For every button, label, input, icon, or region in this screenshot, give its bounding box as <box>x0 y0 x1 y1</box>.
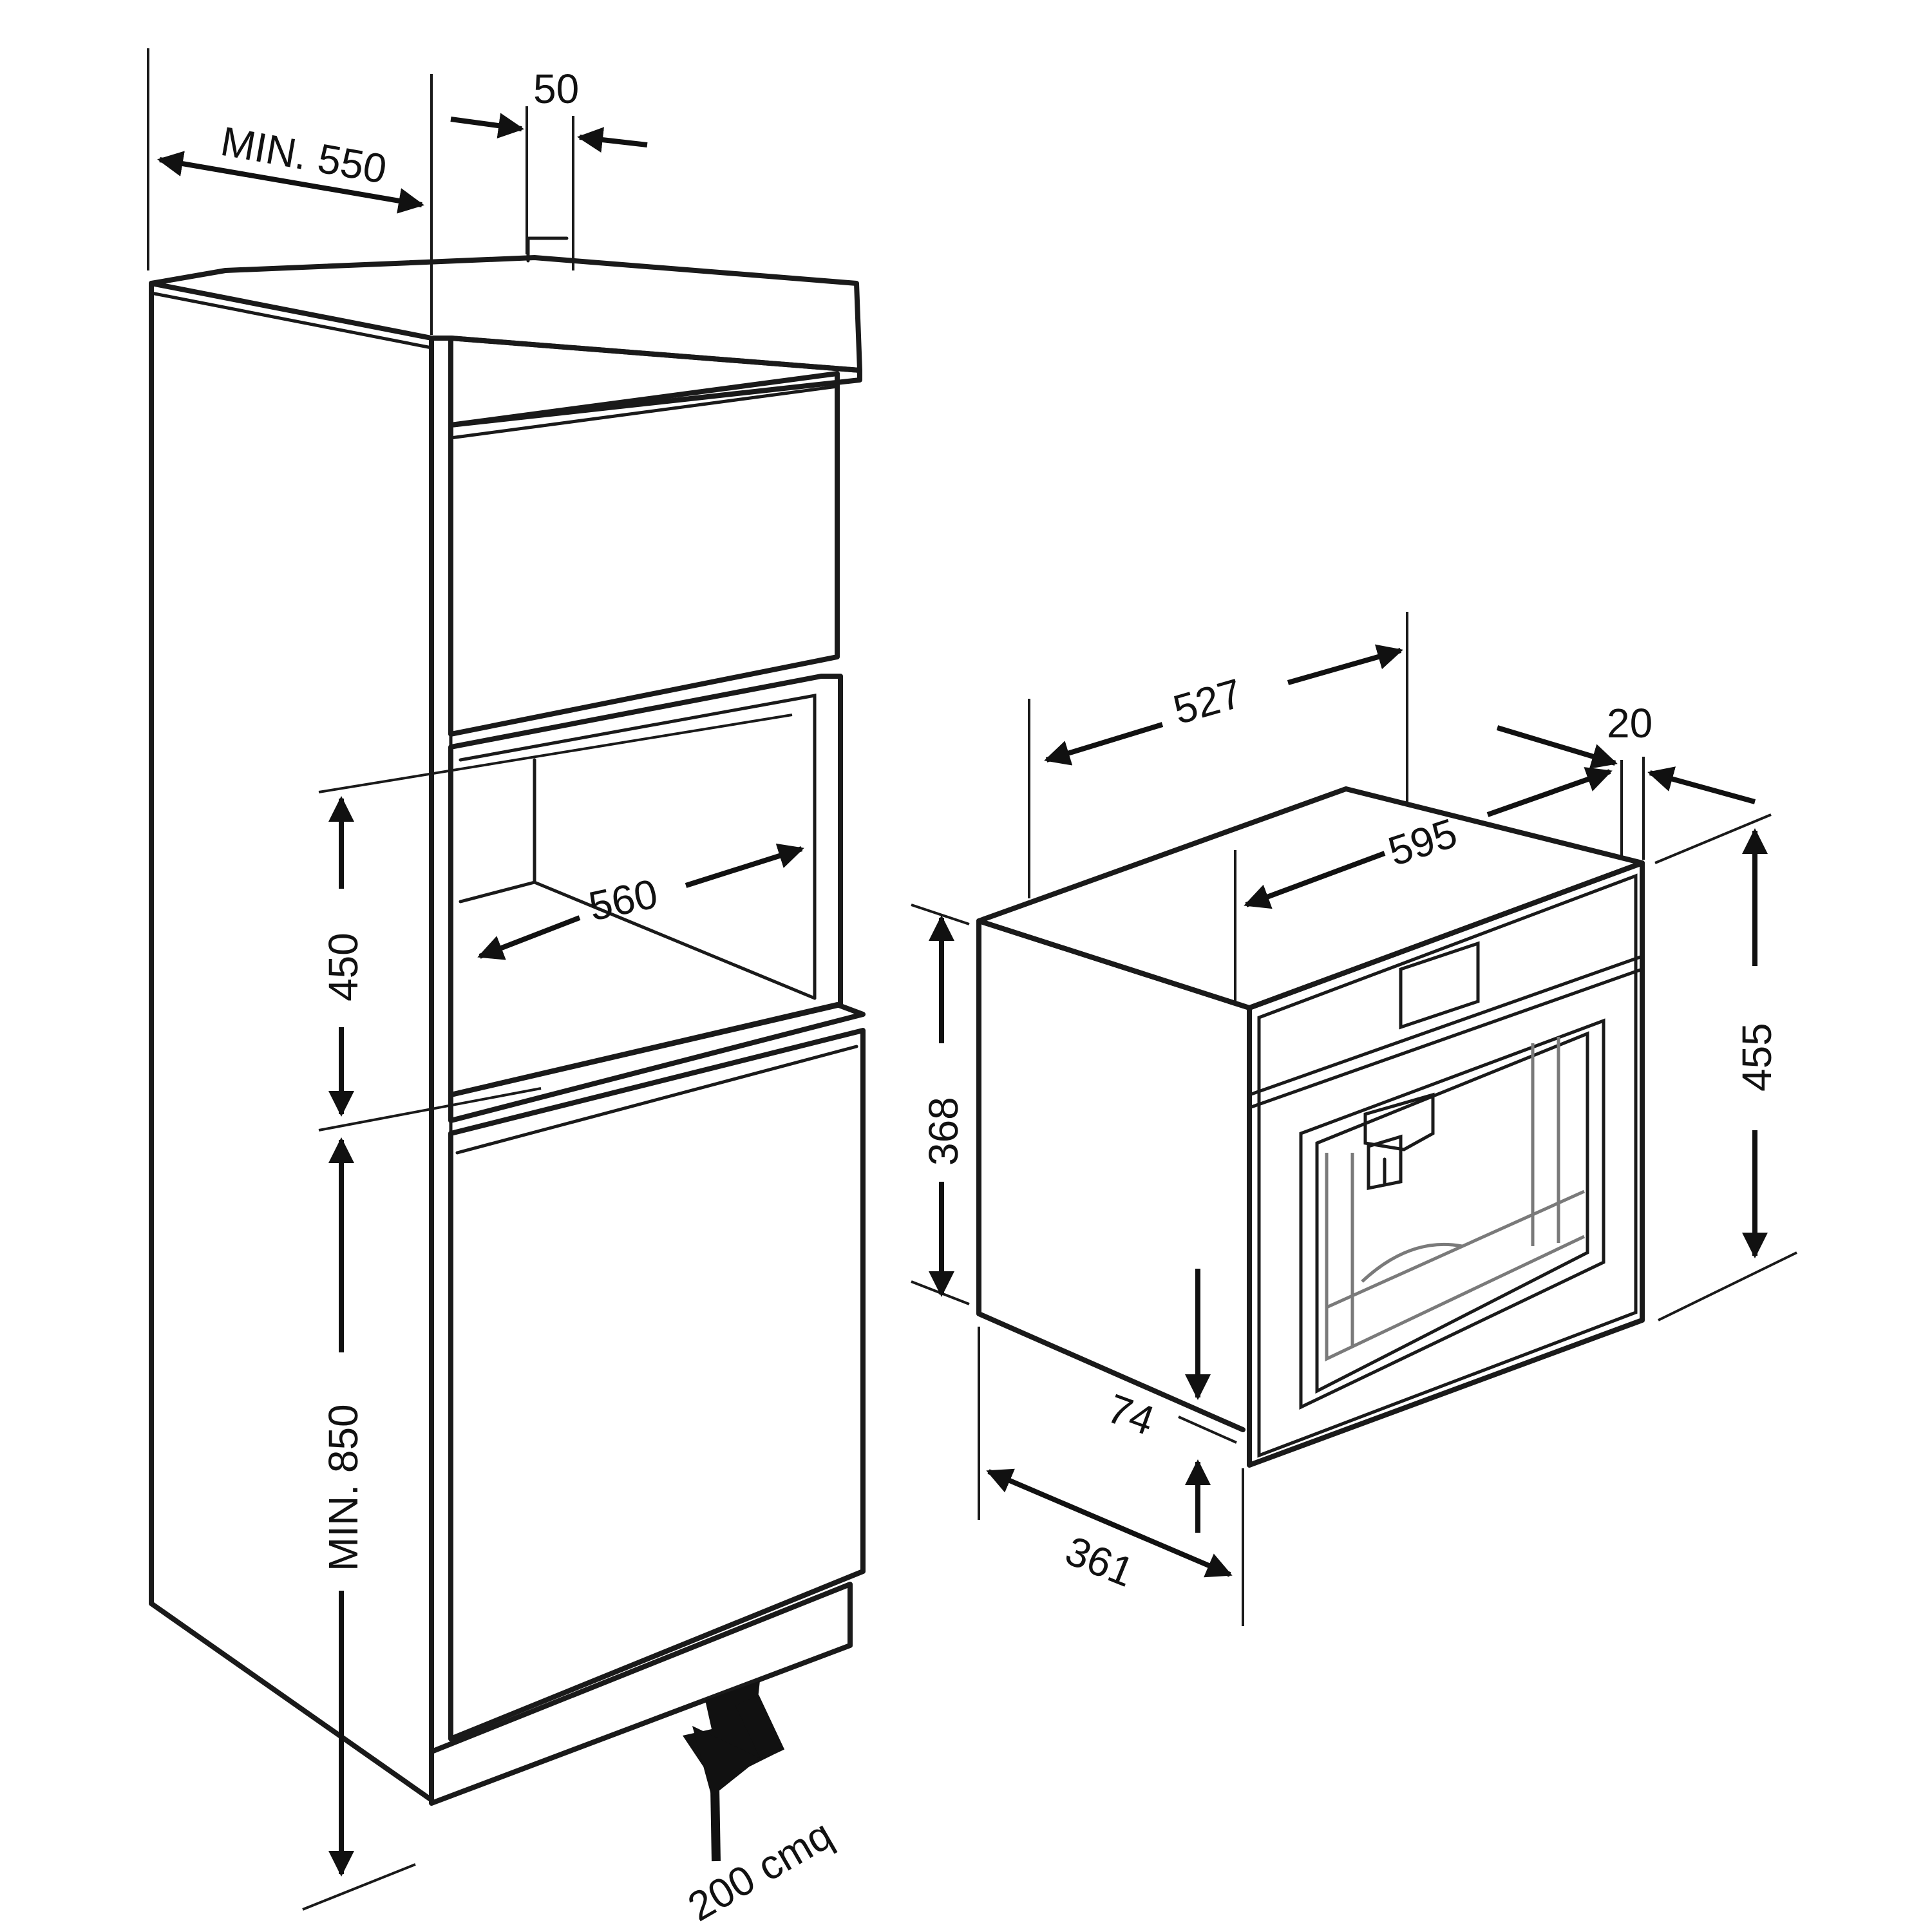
niche-height-label: 450 <box>320 933 366 1001</box>
front-offset-label: 74 <box>1101 1385 1160 1444</box>
appliance-height-label: 455 <box>1734 1023 1780 1092</box>
appliance-width-label: 595 <box>1383 810 1463 875</box>
base-height-label: MIN. 850 <box>320 1404 366 1571</box>
dimension-cabinet-depth: MIN. 550 <box>157 74 433 335</box>
niche-width-label: 560 <box>585 870 661 930</box>
appliance-depth-label: 527 <box>1168 670 1247 734</box>
body-height-label: 368 <box>920 1097 967 1166</box>
dimension-front-offset: 74 <box>1101 1269 1237 1533</box>
dimension-panel-thickness: 20 <box>1496 700 1756 860</box>
ventilation-arrow: 200 cmq <box>680 1681 840 1930</box>
front-depth-label: 361 <box>1059 1527 1141 1596</box>
dimension-vent-gap: 50 <box>450 66 648 270</box>
panel-thickness-label: 20 <box>1607 700 1653 746</box>
dimension-niche-width: 560 <box>477 843 804 960</box>
dimension-base-height: MIN. 850 <box>302 1137 416 1911</box>
vent-gap-label: 50 <box>533 66 579 112</box>
dimension-appliance-width: 595 <box>1234 760 1623 1005</box>
dimension-niche-height: 450 <box>318 714 793 1132</box>
tall-cabinet <box>147 48 866 1806</box>
dimension-body-height: 368 <box>911 904 970 1305</box>
dimension-appliance-height: 455 <box>1654 813 1797 1321</box>
coffee-machine <box>976 786 1645 1468</box>
cabinet-depth-label: MIN. 550 <box>218 118 390 193</box>
ventilation-area-label: 200 cmq <box>680 1811 840 1930</box>
dimension-appliance-depth: 527 <box>1028 612 1408 898</box>
